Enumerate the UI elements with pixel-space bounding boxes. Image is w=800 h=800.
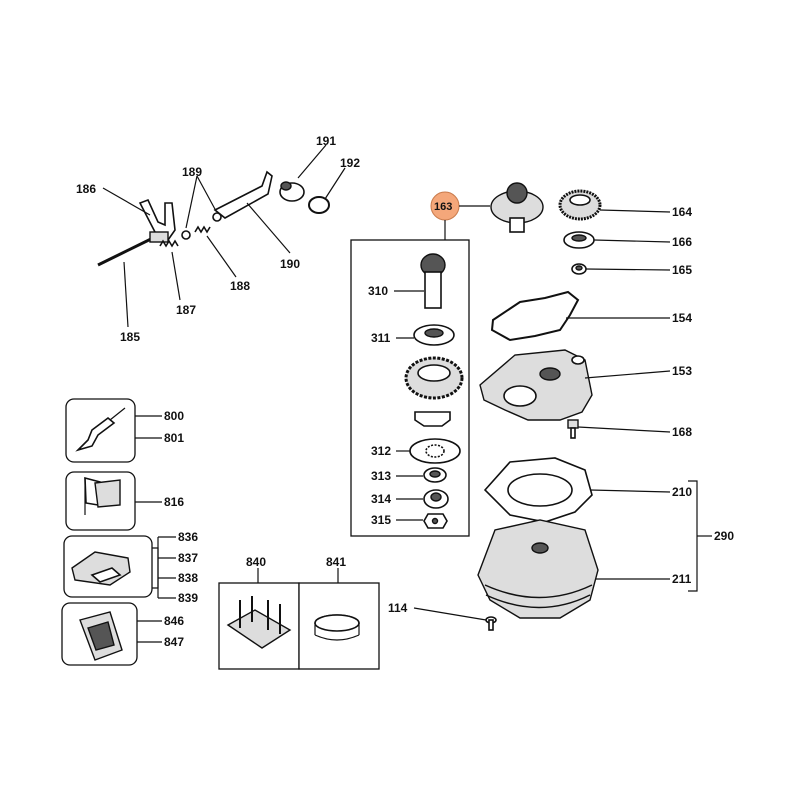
label-314: 314 xyxy=(371,492,391,506)
part-clutch xyxy=(414,411,451,427)
bag-icon xyxy=(79,611,123,661)
box-841 xyxy=(298,582,380,670)
part-211-housing xyxy=(477,519,599,619)
part-114-screw xyxy=(485,616,497,631)
part-153-gear-housing xyxy=(479,349,593,421)
label-846: 846 xyxy=(164,614,184,628)
label-165: 165 xyxy=(672,263,692,277)
part-310-shaft xyxy=(420,253,446,309)
label-312: 312 xyxy=(371,444,391,458)
label-841: 841 xyxy=(326,555,346,569)
box-163 xyxy=(350,239,470,537)
label-315: 315 xyxy=(371,513,391,527)
label-185: 185 xyxy=(120,330,140,344)
label-164: 164 xyxy=(672,205,692,219)
label-154: 154 xyxy=(672,311,692,325)
label-211: 211 xyxy=(672,572,692,586)
tool-case-icon xyxy=(71,551,131,586)
label-188: 188 xyxy=(230,279,250,293)
label-163: 163 xyxy=(434,201,452,213)
part-164-gear xyxy=(558,189,602,221)
label-840: 840 xyxy=(246,555,266,569)
label-190: 190 xyxy=(280,257,300,271)
label-192: 192 xyxy=(340,156,360,170)
part-189-pin-a xyxy=(181,230,191,240)
part-210-bearing-plate xyxy=(483,457,593,523)
label-801: 801 xyxy=(164,431,184,445)
label-836: 836 xyxy=(178,530,198,544)
part-311-bearing xyxy=(413,324,455,346)
part-165-bushing xyxy=(571,263,587,275)
housing-stack: 164 166 165 154 153 168 xyxy=(388,189,734,631)
label-210: 210 xyxy=(672,485,692,499)
part-163-pinion xyxy=(490,182,544,233)
disc-icon xyxy=(314,614,360,641)
part-188-spring xyxy=(194,225,211,234)
part-315-nut xyxy=(423,513,448,529)
grease-gun-icon xyxy=(75,407,126,452)
part-187-spring xyxy=(159,239,179,248)
label-186: 186 xyxy=(76,182,96,196)
label-191: 191 xyxy=(316,134,336,148)
part-154-gasket xyxy=(490,290,580,342)
part-gear xyxy=(404,356,464,400)
label-313: 313 xyxy=(371,469,391,483)
label-153: 153 xyxy=(672,364,692,378)
label-166: 166 xyxy=(672,235,692,249)
label-839: 839 xyxy=(178,591,198,605)
label-838: 838 xyxy=(178,571,198,585)
label-114: 114 xyxy=(388,601,408,615)
label-847: 847 xyxy=(164,635,184,649)
part-185-rod xyxy=(97,235,156,267)
part-312-washer xyxy=(409,438,461,464)
gear-subassembly-163: 163 310 311 xyxy=(350,182,544,537)
stand-icon xyxy=(226,596,292,649)
part-192-ring xyxy=(308,196,330,214)
part-314-bearing xyxy=(423,489,449,509)
label-168: 168 xyxy=(672,425,692,439)
part-190-lever xyxy=(213,170,273,219)
part-313-ring xyxy=(423,467,447,483)
accessories: 800 801 816 836 837 838 839 xyxy=(61,398,380,670)
label-290: 290 xyxy=(714,529,734,543)
label-189: 189 xyxy=(182,165,202,179)
label-816: 816 xyxy=(164,495,184,509)
part-166-bearing xyxy=(563,231,595,249)
part-191-bushing xyxy=(279,181,305,202)
label-310: 310 xyxy=(368,284,388,298)
part-189-pin-b xyxy=(212,212,222,222)
linkage-assembly: 186 189 191 192 190 188 187 185 xyxy=(76,134,360,344)
label-837: 837 xyxy=(178,551,198,565)
label-187: 187 xyxy=(176,303,196,317)
label-800: 800 xyxy=(164,409,184,423)
manual-icon xyxy=(84,476,121,515)
part-186-fork-base xyxy=(149,231,169,243)
label-311: 311 xyxy=(371,331,391,345)
part-168-screw xyxy=(567,419,579,439)
